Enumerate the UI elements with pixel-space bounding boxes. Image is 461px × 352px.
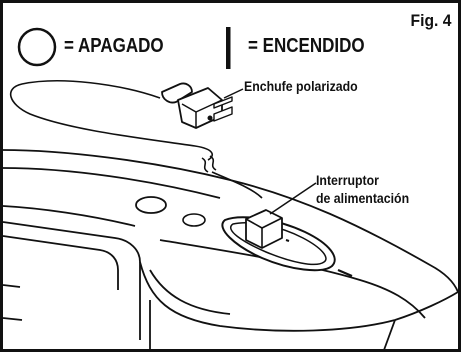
device-housing xyxy=(2,149,459,351)
power-cord xyxy=(10,80,263,199)
legend-off-text: = APAGADO xyxy=(64,35,164,57)
figure-label: Fig. 4 xyxy=(410,11,451,30)
polarized-plug xyxy=(161,82,233,129)
plug-callout: Enchufe polarizado xyxy=(244,78,358,94)
round-button-small xyxy=(182,213,206,227)
off-symbol-circle xyxy=(17,27,57,67)
switch-callout-line2: de alimentación xyxy=(316,190,410,206)
switch-callout-line1: Interruptor xyxy=(316,172,379,188)
plug-leader-line xyxy=(223,88,244,99)
power-switch xyxy=(221,209,353,278)
switch-leader-line xyxy=(269,182,317,215)
on-symbol-bar xyxy=(226,27,231,69)
legend-on-text: = ENCENDIDO xyxy=(248,35,365,57)
round-button xyxy=(135,196,167,214)
